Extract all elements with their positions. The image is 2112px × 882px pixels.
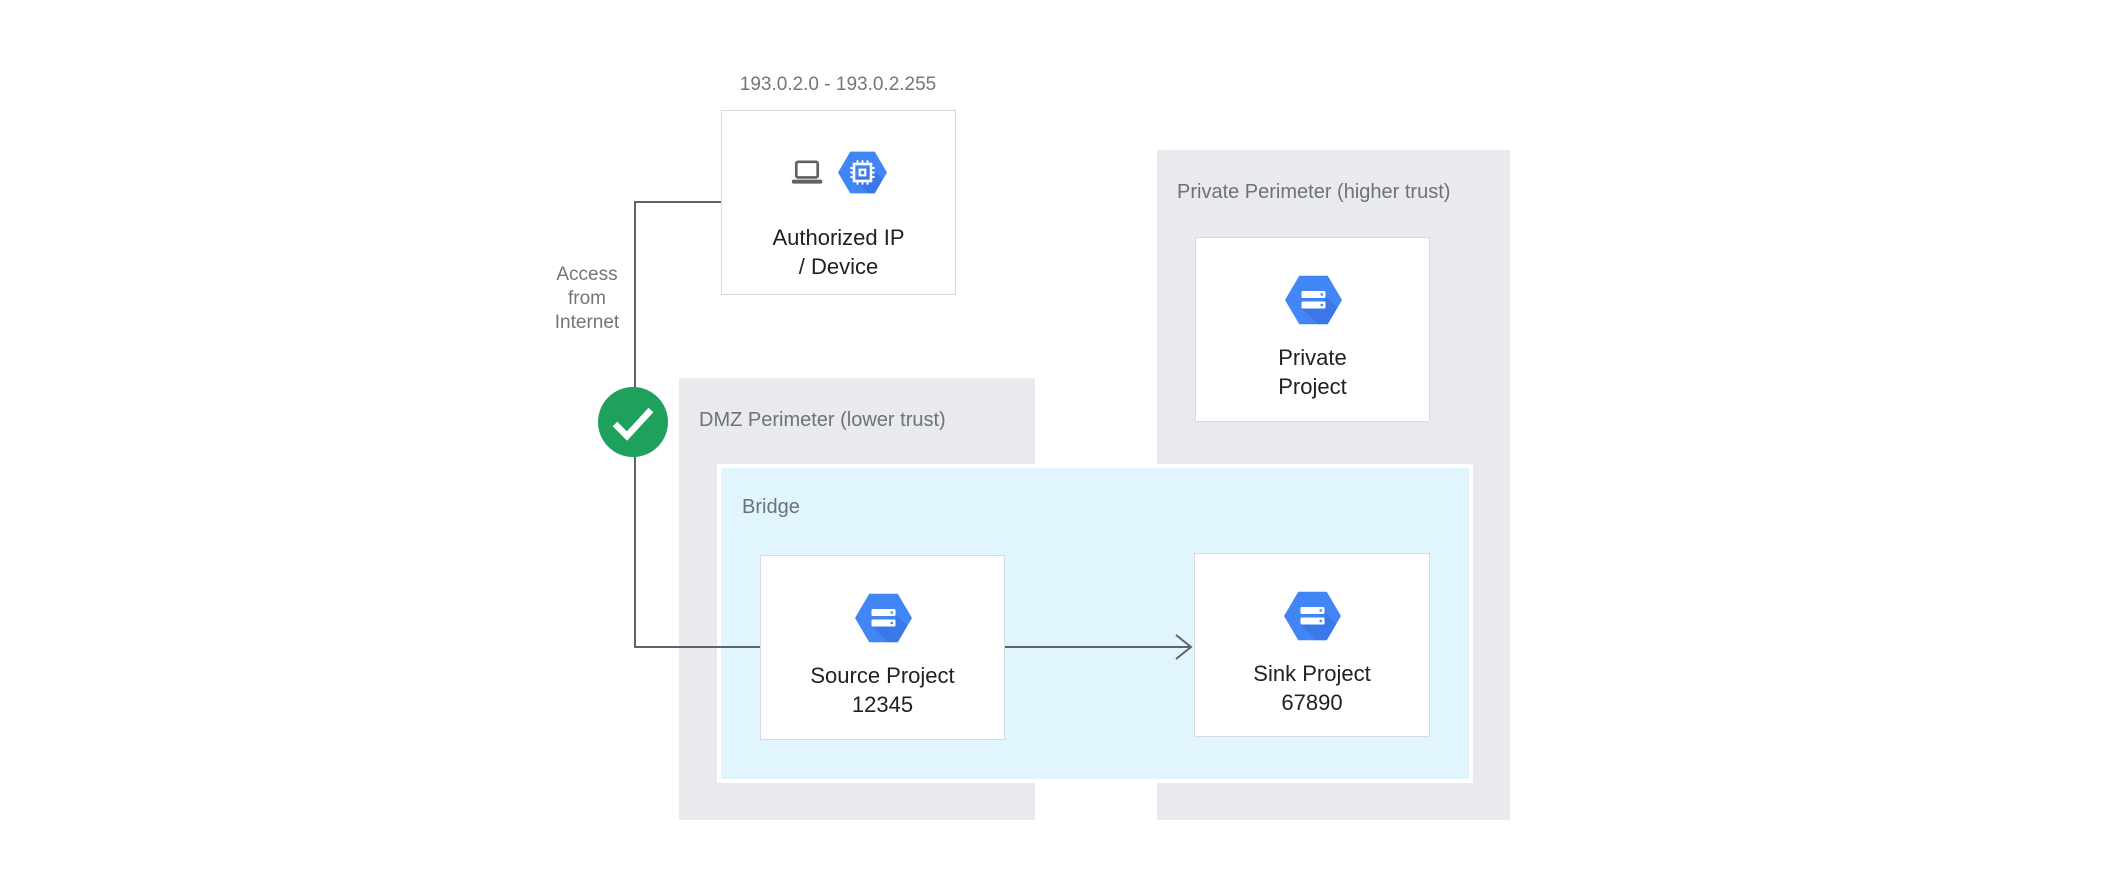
access-from-internet-label: Access from Internet (517, 263, 657, 335)
compute-engine-icon (838, 151, 887, 194)
source-project-label: Source Project 12345 (810, 663, 955, 717)
sink-project-label: Sink Project 67890 (1253, 661, 1371, 715)
project-icon (855, 593, 912, 643)
source-project-node: Source Project 12345 (760, 555, 1005, 740)
bridge-label: Bridge (742, 496, 800, 518)
authorized-node-label: Authorized IP / Device (772, 225, 905, 279)
laptop-icon (790, 160, 824, 185)
check-icon (598, 387, 668, 457)
project-icon (1284, 591, 1341, 641)
private-project-node: Private Project (1195, 237, 1430, 422)
sink-project-node: Sink Project 67890 (1194, 553, 1430, 737)
ip-range-label: 193.0.2.0 - 193.0.2.255 (739, 74, 937, 95)
access-allowed-badge (598, 387, 668, 457)
access-label-line: from (568, 288, 606, 309)
authorized-ip-device-node: Authorized IP / Device (721, 110, 956, 295)
authorized-node-icons (722, 147, 955, 197)
private-perimeter-label: Private Perimeter (higher trust) (1177, 181, 1451, 203)
private-project-label: Private Project (1278, 345, 1347, 399)
access-label-line: Internet (554, 312, 620, 333)
project-icon (1285, 275, 1342, 325)
access-label-line: Access (556, 264, 618, 285)
dmz-perimeter-label: DMZ Perimeter (lower trust) (699, 409, 946, 431)
